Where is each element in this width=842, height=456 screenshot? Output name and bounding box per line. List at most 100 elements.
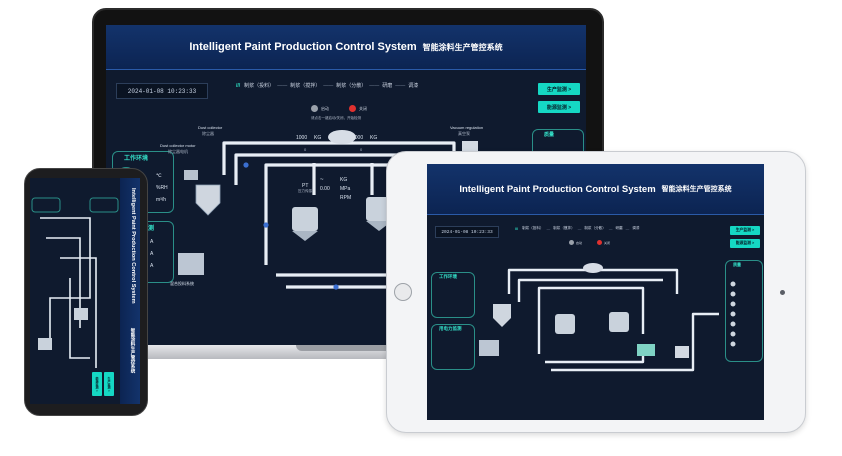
tablet-dust-collector-icon [493,304,511,327]
phone-production-monitor-button[interactable]: 生产监测 > [104,372,114,396]
vacuum-pump-icon [462,141,478,153]
tablet-start-button[interactable]: 启动 [569,240,582,245]
tablet-process-steps: /// 制浆（投料）— 制浆（搅拌）— 制浆（分散）— 研磨— 调漆 [515,226,640,231]
step-4[interactable]: 调漆 [408,83,419,89]
mixing-tank-icon-2 [366,197,392,231]
step-3[interactable]: 研磨 [382,83,393,89]
laptop-notch [296,345,396,351]
tablet-screen: Intelligent Paint Production Control Sys… [427,164,764,420]
phone-panel-icon-2 [89,197,119,213]
weight-left-low: 0 [304,147,307,152]
weight-right-low: 0 [360,147,363,152]
start-dot-icon [311,105,318,112]
tablet-stop-dot-icon [597,240,602,245]
env-unit-humidity: %RH [156,185,168,191]
dust-collector-icon [195,184,221,216]
kg-unit-mid: KG [340,177,348,183]
weight-right-value: 1000 [352,135,364,141]
dust-collector-label-cn: 除尘器 [202,131,214,136]
dust-motor-label-cn: 除尘器电机 [168,149,188,154]
dust-motor-icon [184,170,198,180]
stop-dot-icon [349,105,356,112]
mixer-system-icon [178,253,204,275]
tablet-mixing-tank-icon [555,314,575,334]
tablet-quality-panel [725,260,763,362]
pressure-value: 0.00 [320,186,330,192]
phone-panel-icon [31,197,61,213]
energy-monitor-button[interactable]: 能源监测 > [538,101,580,113]
production-monitor-button[interactable]: 生产监测 > [538,83,580,95]
env-unit-flow: m³/h [156,197,166,203]
weight-left-unit: KG [314,135,322,141]
step-2[interactable]: 制浆（分散） [336,83,367,89]
stop-label: 关闭 [359,105,367,111]
phone-energy-monitor-button[interactable]: 能源监测 > [92,372,102,396]
mixer-label: 混合投料系统 [170,281,194,286]
step-0[interactable]: 制浆（投料） [244,83,275,89]
app-title-cn: 智能涂料生产管控系统 [422,42,503,52]
rpm-unit: RPM [340,195,352,201]
tablet-step-0[interactable]: 制浆（投料） [522,226,544,230]
pt-sub-label: 压力传感 [298,189,312,193]
phone-tank-icon [38,338,52,350]
step-1[interactable]: 制浆（搅拌） [290,83,321,89]
tablet-power-panel [431,324,475,370]
top-hopper-icon [328,130,356,144]
tablet-energy-monitor-button[interactable]: 能源监测 > [730,239,760,248]
tablet-quality-list [730,281,736,347]
quality-title: 质量 [544,132,555,138]
pressure-unit: MPa [340,186,351,192]
dust-collector-label: Dust collector [198,125,223,130]
tablet-step-3[interactable]: 研磨 [615,226,623,230]
tablet-app-title: Intelligent Paint Production Control Sys… [459,183,656,195]
control-hint: 请点击一键启动/关闭，开始检测 [311,116,361,120]
phone-tank-icon-2 [74,308,88,320]
app-title: Intelligent Paint Production Control Sys… [189,41,417,53]
tablet-home-button [394,283,412,301]
weight-right-unit: KG [370,135,378,141]
tablet-pump-icon [675,346,689,358]
tablet-stop-label: 关闭 [604,240,611,245]
phone-app-title-cn: 智能涂料生产管控系统 [131,328,136,373]
env-unit-temp: ℃ [156,173,162,179]
tablet-quality-title: 质量 [733,262,741,267]
tablet-steps-marker: /// [515,226,518,231]
tablet-power-title: 用电力监测 [439,326,462,331]
steps-marker: /// [236,82,241,89]
tablet-datetime-display: 2024-01-08 10:23:33 [435,226,499,238]
tablet-stop-button[interactable]: 关闭 [597,240,610,245]
tablet-camera [780,290,785,295]
tablet-mixing-tank-icon-2 [609,312,629,332]
tablet-filter-icon [637,344,655,356]
power-unit-1: A [150,251,154,257]
tablet-step-1[interactable]: 制浆（搅拌） [553,226,575,230]
tablet-work-env-title: 工作环境 [439,274,457,279]
pt-label: PT [302,183,309,189]
tablet-start-dot-icon [569,240,574,245]
phone-header [120,178,140,404]
datetime-display: 2024-01-08 10:23:33 [116,83,208,99]
power-unit-0: A [150,239,154,245]
work-env-title: 工作环境 [124,156,149,162]
tablet-app-header: Intelligent Paint Production Control Sys… [427,164,764,215]
process-steps: /// 制浆（投料）—— 制浆（搅拌）—— 制浆（分散）—— 研磨—— 调漆 [236,82,419,90]
vacuum-label: Vacuum regulation [450,125,484,130]
weight-left-value: 1000 [296,135,308,141]
tablet-production-monitor-button[interactable]: 生产监测 > [730,226,760,235]
phone-screen: Intelligent Paint Production Control Sys… [30,178,140,404]
tablet-step-2[interactable]: 制浆（分散） [584,226,606,230]
stop-button[interactable]: 关闭 [349,105,367,112]
phone-process-diagram [31,197,119,368]
dust-motor-label: Dust collector motor [160,143,196,148]
start-button[interactable]: 启动 [311,105,329,112]
tablet-mixer-system-icon [479,340,499,356]
start-label: 启动 [321,105,329,111]
power-unit-2: A [150,263,154,269]
app-header: Intelligent Paint Production Control Sys… [106,25,586,70]
temp-symbol: ~ [320,177,324,183]
vacuum-label-cn: 真空泵 [458,131,470,136]
tablet-start-label: 启动 [576,240,583,245]
tablet-top-hopper-icon [583,263,603,273]
tablet-step-4[interactable]: 调漆 [632,226,640,230]
mixing-tank-icon [292,207,318,241]
